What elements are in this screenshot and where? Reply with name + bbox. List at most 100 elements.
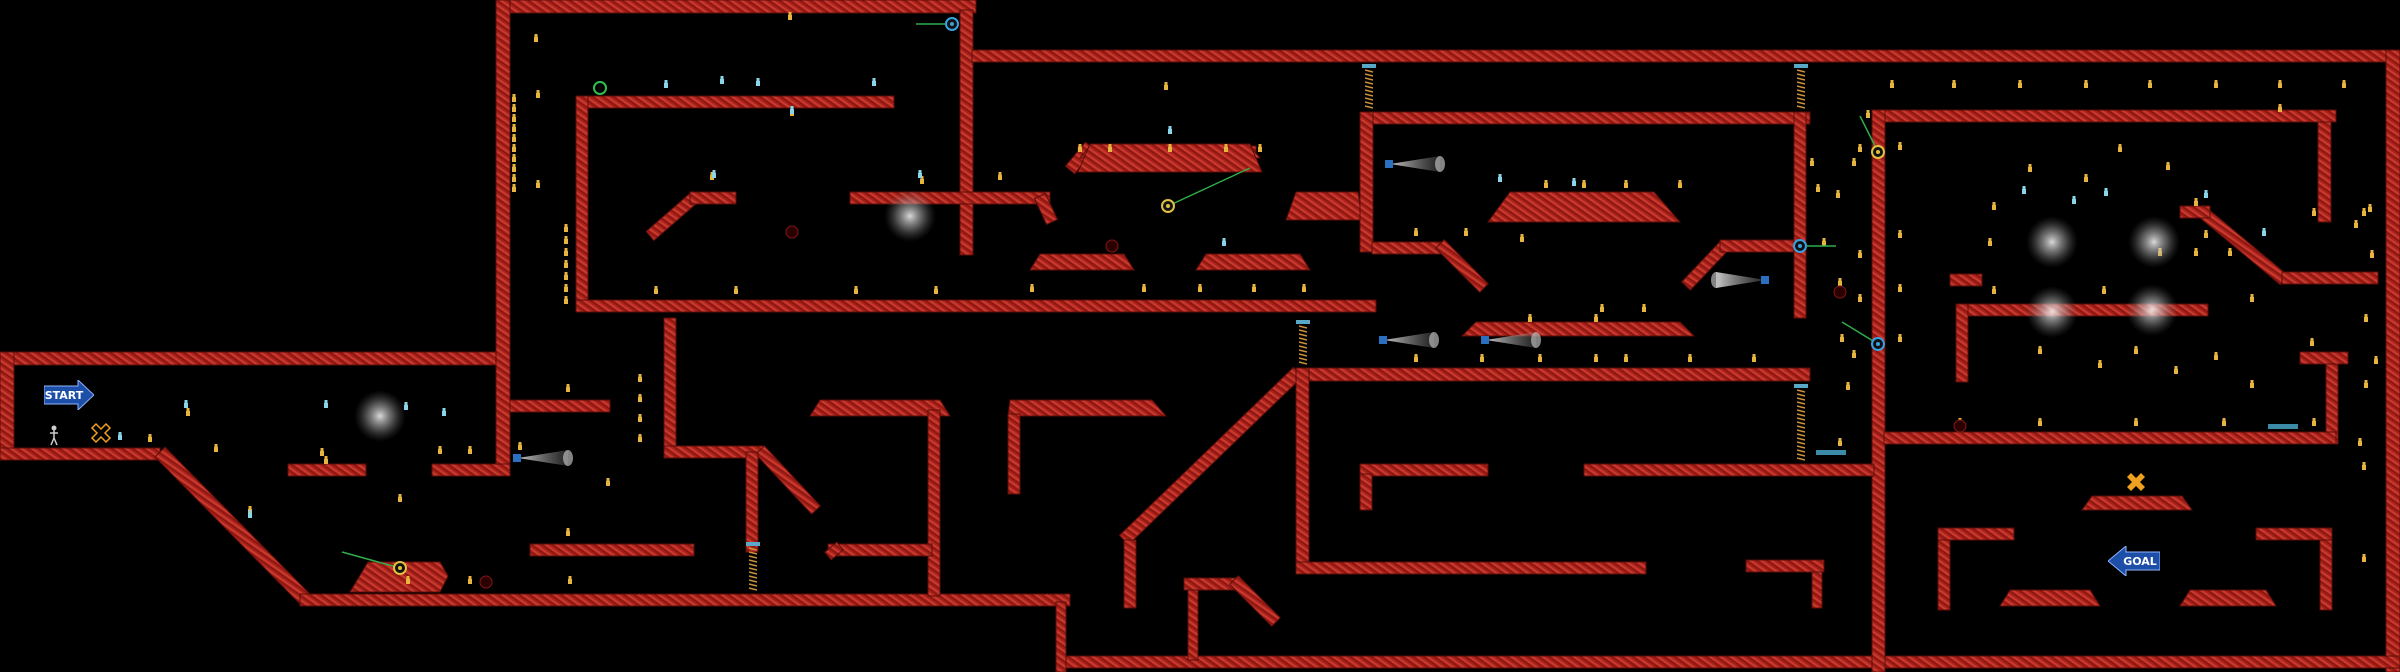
collectible-bottle-icon[interactable] <box>1688 354 1692 362</box>
glowing-orb-icon[interactable] <box>2026 216 2078 268</box>
collectible-bottle-icon[interactable] <box>2278 104 2282 112</box>
collectible-bottle-icon[interactable] <box>566 384 570 392</box>
collectible-bottle-icon[interactable] <box>734 286 738 294</box>
collectible-bottle-icon[interactable] <box>788 12 792 20</box>
turret-icon[interactable] <box>1859 115 1885 159</box>
collectible-bottle-icon[interactable] <box>2038 346 2042 354</box>
searchlight-icon[interactable] <box>1711 272 1769 288</box>
collectible-bottle-icon[interactable] <box>1464 228 1468 236</box>
collectible-bottle-icon[interactable] <box>2174 366 2178 374</box>
glowing-orb-icon[interactable] <box>2128 216 2180 268</box>
collectible-bottle-icon[interactable] <box>1168 126 1172 134</box>
collectible-bottle-icon[interactable] <box>872 78 876 86</box>
spring-pillar-icon[interactable] <box>1362 64 1376 109</box>
collectible-bottle-icon[interactable] <box>512 134 516 142</box>
collectible-bottle-icon[interactable] <box>2228 248 2232 256</box>
collectible-bottle-icon[interactable] <box>2250 380 2254 388</box>
collectible-bottle-icon[interactable] <box>1030 284 1034 292</box>
collectible-bottle-icon[interactable] <box>1258 144 1262 152</box>
collectible-bottle-icon[interactable] <box>1544 180 1548 188</box>
collectible-bottle-icon[interactable] <box>564 272 568 280</box>
collectible-bottle-icon[interactable] <box>1624 354 1628 362</box>
spring-pillar-icon[interactable] <box>1794 384 1808 461</box>
collectible-bottle-icon[interactable] <box>2018 80 2022 88</box>
collectible-bottle-icon[interactable] <box>512 184 516 192</box>
collectible-bottle-icon[interactable] <box>1992 286 1996 294</box>
collectible-bottle-icon[interactable] <box>2166 162 2170 170</box>
collectible-bottle-icon[interactable] <box>564 260 568 268</box>
collectible-bottle-icon[interactable] <box>654 286 658 294</box>
player-icon[interactable] <box>50 425 58 446</box>
collectible-bottle-icon[interactable] <box>1816 184 1820 192</box>
collectible-bottle-icon[interactable] <box>2250 294 2254 302</box>
collectible-bottle-icon[interactable] <box>2310 338 2314 346</box>
mine-icon[interactable] <box>1953 419 1967 433</box>
collectible-bottle-icon[interactable] <box>2038 418 2042 426</box>
collectible-bottle-icon[interactable] <box>2134 346 2138 354</box>
collectible-bottle-icon[interactable] <box>404 402 408 410</box>
collectible-bottle-icon[interactable] <box>564 296 568 304</box>
collectible-bottle-icon[interactable] <box>248 510 252 518</box>
collectible-bottle-icon[interactable] <box>564 224 568 232</box>
collectible-bottle-icon[interactable] <box>1572 178 1576 186</box>
collectible-bottle-icon[interactable] <box>2362 554 2366 562</box>
collectible-bottle-icon[interactable] <box>468 446 472 454</box>
collectible-bottle-icon[interactable] <box>1822 238 1826 246</box>
searchlight-icon[interactable] <box>1481 332 1541 348</box>
collectible-bottle-icon[interactable] <box>148 434 152 442</box>
collectible-bottle-icon[interactable] <box>854 286 858 294</box>
collectible-bottle-icon[interactable] <box>564 284 568 292</box>
collectible-bottle-icon[interactable] <box>2364 314 2368 322</box>
collectible-bottle-icon[interactable] <box>118 432 122 440</box>
collectible-bottle-icon[interactable] <box>1898 142 1902 150</box>
spring-pillar-icon[interactable] <box>1794 64 1808 109</box>
collectible-bottle-icon[interactable] <box>1624 180 1628 188</box>
collectible-bottle-icon[interactable] <box>2214 80 2218 88</box>
collectible-bottle-icon[interactable] <box>2362 462 2366 470</box>
collectible-bottle-icon[interactable] <box>606 478 610 486</box>
collectible-bottle-icon[interactable] <box>2362 208 2366 216</box>
searchlight-icon[interactable] <box>513 450 573 466</box>
collectible-bottle-icon[interactable] <box>1414 354 1418 362</box>
collectible-bottle-icon[interactable] <box>324 400 328 408</box>
collectible-bottle-icon[interactable] <box>2084 174 2088 182</box>
collectible-bottle-icon[interactable] <box>2342 80 2346 88</box>
mine-icon[interactable] <box>785 225 799 239</box>
collectible-bottle-icon[interactable] <box>1414 228 1418 236</box>
collectible-bottle-icon[interactable] <box>2278 80 2282 88</box>
collectible-bottle-icon[interactable] <box>918 170 922 178</box>
collectible-bottle-icon[interactable] <box>468 576 472 584</box>
collectible-bottle-icon[interactable] <box>512 154 516 162</box>
collectible-bottle-icon[interactable] <box>2364 380 2368 388</box>
collectible-bottle-icon[interactable] <box>1252 284 1256 292</box>
collectible-bottle-icon[interactable] <box>2204 190 2208 198</box>
spring-pillar-icon[interactable] <box>1296 320 1310 365</box>
collectible-bottle-icon[interactable] <box>438 446 442 454</box>
collectible-bottle-icon[interactable] <box>406 576 410 584</box>
collectible-bottle-icon[interactable] <box>568 576 572 584</box>
collectible-bottle-icon[interactable] <box>1600 304 1604 312</box>
collectible-bottle-icon[interactable] <box>512 124 516 132</box>
collectible-bottle-icon[interactable] <box>1594 314 1598 322</box>
collectible-bottle-icon[interactable] <box>1582 180 1586 188</box>
collectible-bottle-icon[interactable] <box>1528 314 1532 322</box>
collectible-bottle-icon[interactable] <box>214 444 218 452</box>
glowing-orb-icon[interactable] <box>884 190 936 242</box>
conveyor-pad-icon[interactable] <box>2268 424 2298 429</box>
collectible-bottle-icon[interactable] <box>512 144 516 152</box>
collectible-bottle-icon[interactable] <box>1498 174 1502 182</box>
turret-icon[interactable] <box>1841 321 1885 351</box>
searchlight-icon[interactable] <box>1379 332 1439 348</box>
collectible-bottle-icon[interactable] <box>1838 438 1842 446</box>
collectible-bottle-icon[interactable] <box>1898 284 1902 292</box>
collectible-bottle-icon[interactable] <box>1852 350 1856 358</box>
gem-icon[interactable] <box>2127 473 2145 491</box>
collectible-bottle-icon[interactable] <box>1890 80 1894 88</box>
collectible-bottle-icon[interactable] <box>398 494 402 502</box>
collectible-bottle-icon[interactable] <box>1538 354 1542 362</box>
collectible-bottle-icon[interactable] <box>566 528 570 536</box>
turret-icon[interactable] <box>916 17 959 31</box>
collectible-bottle-icon[interactable] <box>2368 204 2372 212</box>
collectible-bottle-icon[interactable] <box>1678 180 1682 188</box>
